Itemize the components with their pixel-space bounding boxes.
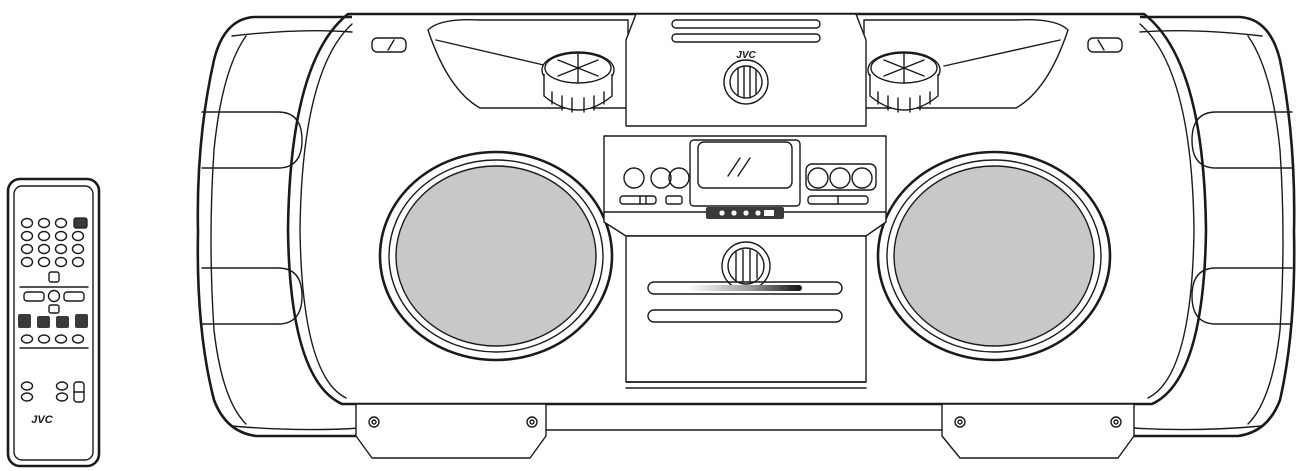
indicator-strip [706,207,784,219]
right-control-buttons[interactable] [805,163,877,205]
boombox: JVC [196,12,1296,459]
right-rotary-knob[interactable] [867,51,941,113]
boombox-brand-logo: JVC [736,50,756,61]
remote-control: JVC [6,177,101,468]
right-speaker [876,150,1112,362]
main-body [286,12,1208,406]
left-speaker [378,150,614,362]
left-control-buttons[interactable] [619,167,690,205]
remote-brand-logo: JVC [31,414,53,426]
right-foot [941,403,1135,459]
left-foot [355,403,547,459]
top-center-panel: JVC [625,13,867,127]
left-rotary-knob[interactable] [541,51,615,113]
remote-button-grid [18,217,89,403]
right-end-cap [1133,15,1296,438]
cassette-panel [625,235,867,389]
control-panel [603,135,887,237]
left-end-cap [196,15,361,438]
